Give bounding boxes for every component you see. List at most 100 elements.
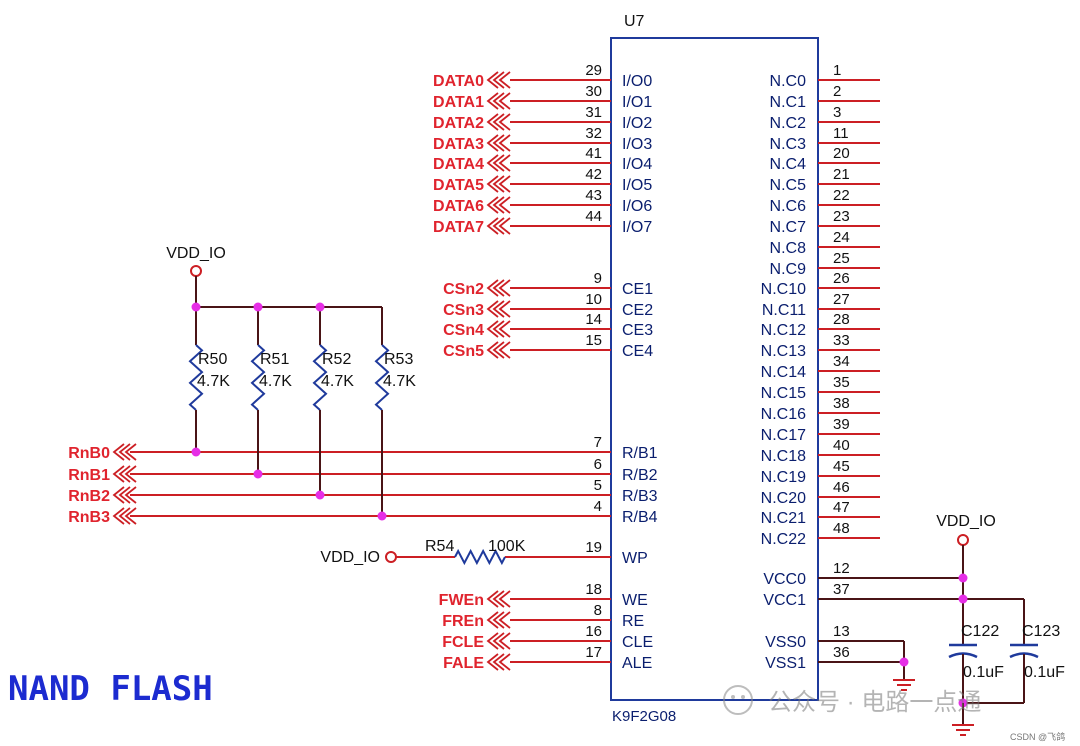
pin-number: 33	[833, 332, 850, 349]
net-label: CSn3	[443, 302, 484, 319]
resistor-value: 4.7K	[197, 373, 230, 390]
pin-number: 36	[833, 644, 850, 661]
pin-number: 3	[833, 104, 841, 121]
pin-name: N.C20	[761, 490, 806, 507]
pin-name: RE	[622, 613, 644, 630]
capacitor-ref: C122	[961, 623, 999, 640]
chip-pin-right: 25N.C9	[770, 250, 880, 278]
resistor-value: 4.7K	[259, 373, 292, 390]
pin-number: 14	[585, 311, 602, 328]
chip-pin-left: 8RE FREn	[442, 602, 644, 630]
pin-number: 48	[833, 520, 850, 537]
pin-name: CE1	[622, 281, 653, 298]
net-label: RnB2	[68, 488, 110, 505]
pin-number: 40	[833, 437, 850, 454]
pin-number: 7	[594, 434, 602, 451]
pin-number: 24	[833, 229, 850, 246]
chip-pin-right: 2N.C1	[770, 83, 880, 111]
pin-name: R/B1	[622, 445, 658, 462]
pin-number: 8	[594, 602, 602, 619]
pin-name: N.C12	[761, 322, 806, 339]
pin-name: VCC0	[763, 571, 806, 588]
net-label: FREn	[442, 613, 484, 630]
pin-number: 26	[833, 270, 850, 287]
pin-name: CE3	[622, 322, 653, 339]
pin-number: 22	[833, 187, 850, 204]
wp-resistor-ref: R54	[425, 538, 454, 555]
junction-dot	[958, 573, 968, 583]
pin-number: 41	[585, 145, 602, 162]
chip-pin-right: 47N.C21	[761, 499, 880, 527]
pin-name: CE2	[622, 302, 653, 319]
chip-pin-right: 48N.C22	[761, 520, 880, 548]
capacitor-ref: C123	[1022, 623, 1060, 640]
net-label: RnB0	[68, 445, 110, 462]
pin-name: N.C4	[770, 156, 807, 173]
pin-number: 18	[585, 581, 602, 598]
pin-number: 34	[833, 353, 850, 370]
chip-pin-right: 40N.C18	[761, 437, 880, 465]
pin-number: 39	[833, 416, 850, 433]
chip-part: K9F2G08	[612, 708, 676, 725]
watermark: 公众号 · 电路一点通	[723, 685, 981, 716]
pin-name: R/B4	[622, 509, 658, 526]
chip-pin-right: 33N.C13	[761, 332, 880, 360]
net-label: DATA3	[433, 136, 484, 153]
pin-number: 4	[594, 498, 602, 515]
net-label: DATA0	[433, 73, 484, 90]
junction-dot	[253, 469, 263, 479]
resistor-ref: R51	[260, 351, 289, 368]
pin-name: CE4	[622, 343, 653, 360]
pin-number: 42	[585, 166, 602, 183]
chip-pin-right: 20N.C4	[770, 145, 880, 173]
wp-resistor-value: 100K	[488, 538, 526, 555]
pullup-resistor: R51 4.7K	[250, 302, 292, 479]
chip-pin-right: 11N.C3	[770, 125, 880, 153]
pin-name: N.C6	[770, 198, 807, 215]
wp-supply-label: VDD_IO	[320, 549, 380, 566]
watermark-text: 公众号 · 电路一点通	[768, 689, 981, 716]
junction-dot	[958, 594, 968, 604]
pin-number: 2	[833, 83, 841, 100]
pin-number: 1	[833, 62, 841, 79]
pin-name: N.C14	[761, 364, 806, 381]
pin-name: I/O2	[622, 115, 652, 132]
pin-name: R/B2	[622, 467, 658, 484]
chip-pin-right: 22N.C6	[770, 187, 880, 215]
net-label: FWEn	[439, 592, 484, 609]
pin-number: 25	[833, 250, 850, 267]
junction-dot	[191, 447, 201, 457]
chip-pin-right: 1N.C0	[770, 62, 880, 90]
chip-pin-right: 45N.C19	[761, 458, 880, 486]
pin-name: N.C21	[761, 510, 806, 527]
pin-number: 6	[594, 456, 602, 473]
supply-port-icon	[957, 534, 969, 546]
pin-number: 23	[833, 208, 850, 225]
pin-number: 29	[585, 62, 602, 79]
net-label: CSn5	[443, 343, 484, 360]
pin-number: 12	[833, 560, 850, 577]
pin-number: 13	[833, 623, 850, 640]
pin-name: N.C0	[770, 73, 807, 90]
pin-name: N.C18	[761, 448, 806, 465]
pin-name: N.C7	[770, 219, 807, 236]
net-label: FCLE	[442, 634, 484, 651]
pin-number: 43	[585, 187, 602, 204]
chip-pin-right: 3N.C2	[770, 104, 880, 132]
pin-name: VSS0	[765, 634, 806, 651]
